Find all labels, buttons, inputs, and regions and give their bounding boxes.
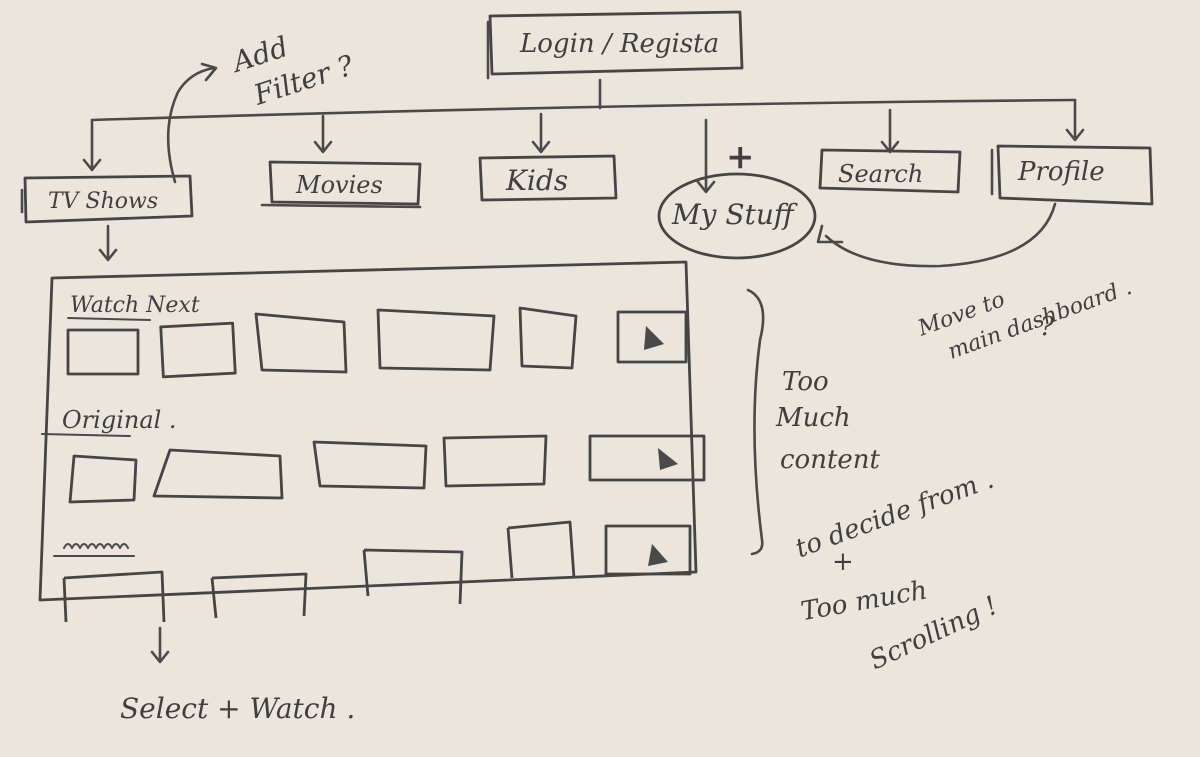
thumbnail-next — [588, 434, 706, 482]
svg-text:to decide from .: to decide from . — [792, 465, 998, 564]
move-to-dashboard-note: Move to main dashboard . — [914, 245, 1135, 372]
movies-label: Movies — [295, 171, 383, 199]
search-label: Search — [838, 160, 923, 188]
svg-text:content: content — [780, 445, 881, 475]
profile-node: Profile — [990, 144, 1154, 206]
play-arrow-icon — [648, 544, 668, 566]
thumbnail — [442, 434, 548, 488]
plus-mark: + — [726, 137, 755, 177]
original-row — [68, 434, 706, 504]
kids-node: Kids — [478, 154, 618, 202]
thumbnail — [62, 570, 166, 623]
thumbnail — [210, 572, 308, 619]
play-arrow-icon — [644, 326, 664, 350]
search-node: Search — [818, 148, 962, 194]
tv-shows-node: TV Shows — [20, 174, 194, 224]
thumbnail — [159, 321, 237, 379]
svg-text:Too: Too — [782, 367, 829, 397]
third-row-label — [53, 543, 135, 557]
svg-text:+: + — [832, 547, 854, 577]
svg-text:Too much: Too much — [799, 575, 930, 627]
movies-node: Movies — [260, 160, 422, 209]
hierarchy-connectors — [82, 78, 1085, 194]
content-panel — [38, 260, 698, 602]
kids-label: Kids — [505, 164, 568, 197]
too-much-content-note: Too Much content to decide from . + Too … — [775, 367, 1002, 676]
brace — [746, 288, 765, 556]
thumbnail — [66, 328, 140, 376]
thumbnail — [68, 454, 138, 504]
select-watch-note: Select + Watch . — [120, 692, 355, 725]
play-arrow-icon — [658, 448, 678, 470]
thumbnail — [506, 520, 576, 579]
thumbnail — [376, 308, 496, 372]
move-to-dashboard-arrow — [816, 202, 1057, 268]
svg-text:Much: Much — [775, 403, 851, 433]
thumbnail — [254, 312, 348, 374]
svg-text:Add Filter ?: Add Filter ? — [226, 12, 359, 116]
thumbnail-next — [604, 524, 692, 576]
login-register-node: Login / Regista — [486, 10, 744, 80]
thumbnail — [312, 440, 428, 490]
thumbnail-next — [616, 310, 688, 364]
thumbnail — [362, 548, 464, 605]
third-row — [62, 520, 692, 623]
watch-next-label: Watch Next — [70, 293, 200, 318]
move-to-dashboard-question: ? — [1040, 312, 1055, 342]
my-stuff-node: My Stuff + — [657, 137, 817, 260]
thumbnail — [518, 306, 578, 370]
add-filter-annotation: Add Filter ? — [166, 12, 359, 184]
original-label: Original . — [62, 406, 177, 434]
profile-label: Profile — [1017, 157, 1105, 187]
login-register-label: Login / Regista — [519, 29, 719, 59]
my-stuff-label: My Stuff — [671, 198, 798, 231]
tv-shows-label: TV Shows — [48, 189, 158, 214]
watch-next-row — [66, 306, 688, 379]
thumbnail — [152, 448, 284, 500]
